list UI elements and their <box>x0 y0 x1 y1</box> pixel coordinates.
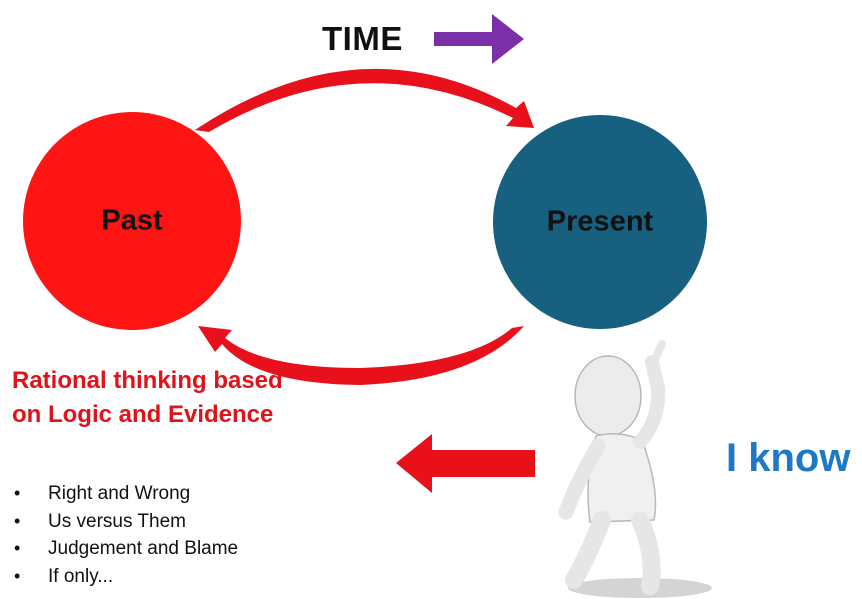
past-to-present-arrow <box>195 68 534 132</box>
present-label: Present <box>546 205 654 238</box>
past-circle <box>23 112 241 330</box>
time-arrow <box>434 14 524 64</box>
rational-thinking-heading: Rational thinking based on Logic and Evi… <box>12 367 283 428</box>
stick-figure-pointing-up-icon <box>558 340 712 598</box>
list-item: Judgement and Blame <box>14 535 238 563</box>
time-label: TIME <box>322 20 403 57</box>
past-label: Past <box>101 204 163 237</box>
i-know-label: I know <box>726 436 851 480</box>
present-circle <box>493 115 707 329</box>
bullet-list: Right and Wrong Us versus Them Judgement… <box>14 480 238 590</box>
list-item: If only... <box>14 563 238 591</box>
present-to-past-arrow <box>198 326 524 385</box>
list-item: Right and Wrong <box>14 480 238 508</box>
list-item: Us versus Them <box>14 508 238 536</box>
left-arrow <box>396 434 535 493</box>
